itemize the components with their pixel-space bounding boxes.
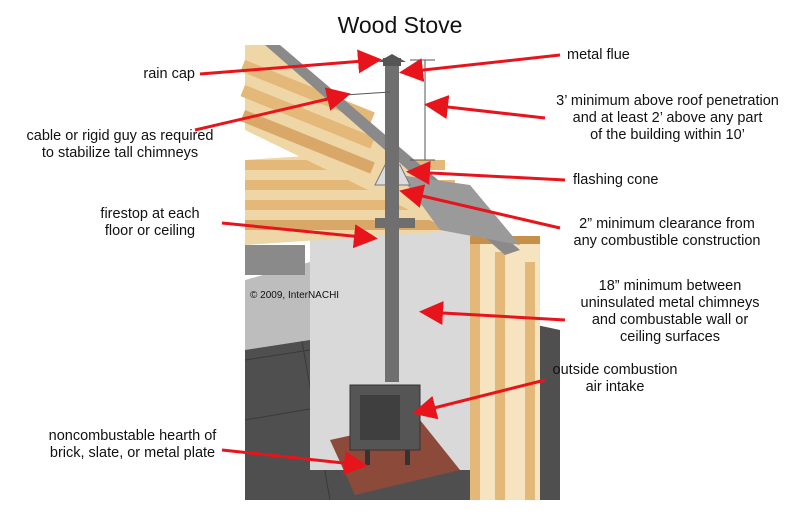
copyright-notice: © 2009, InterNACHI xyxy=(250,290,340,301)
label-firestop: firestop at each floor or ceiling xyxy=(80,206,220,240)
label-hearth-line2: brick, slate, or metal plate xyxy=(49,445,216,461)
label-clearance-line1: 2” minimum clearance from xyxy=(579,216,755,232)
stove xyxy=(349,384,421,465)
label-clearance: 2” minimum clearance from any combustibl… xyxy=(562,216,772,250)
label-height-line2: and at least 2’ above any part xyxy=(572,110,763,126)
arrow-hearth xyxy=(221,448,368,476)
label-wall-line2: uninsulated metal chimneys xyxy=(580,295,760,311)
arrow-flue xyxy=(399,53,561,82)
label-firestop-line2: floor or ceiling xyxy=(104,223,196,239)
label-hearth: noncombustable hearth of brick, slate, o… xyxy=(35,428,230,462)
rain-cap xyxy=(378,54,406,62)
wall-board-side xyxy=(245,262,310,350)
label-air: outside combustion air intake xyxy=(545,362,685,396)
diagram-title: Wood Stove xyxy=(337,12,463,38)
label-guy: cable or rigid guy as required to stabil… xyxy=(5,128,235,162)
label-height: 3’ minimum above roof penetration and at… xyxy=(545,93,790,144)
label-wall-line4: ceiling surfaces xyxy=(620,329,720,345)
label-hearth-line1: noncombustable hearth of xyxy=(48,428,217,444)
label-wall-line3: and combustable wall or xyxy=(591,312,749,328)
arrow-firestop xyxy=(221,221,378,249)
label-firestop-line1: firestop at each xyxy=(100,206,200,222)
arrow-clearance xyxy=(399,184,561,230)
label-clearance-line2: any combustible construction xyxy=(573,233,761,249)
label-rain-cap: rain cap xyxy=(60,66,195,83)
stud-wall xyxy=(470,236,540,500)
chimney-pipe xyxy=(385,62,399,382)
label-wall: 18” minimum between uninsulated metal ch… xyxy=(570,278,770,346)
label-flashing-text: flashing cone xyxy=(573,172,659,188)
label-flue: metal flue xyxy=(567,47,687,64)
label-flue-text: metal flue xyxy=(567,47,630,63)
arrow-air xyxy=(412,378,546,420)
label-guy-line1: cable or rigid guy as required xyxy=(26,128,214,144)
label-flashing: flashing cone xyxy=(573,172,713,189)
label-height-line3: of the building within 10’ xyxy=(590,127,745,143)
arrow-rain-cap xyxy=(199,49,382,76)
label-air-line1: outside combustion xyxy=(552,362,678,378)
label-wall-line1: 18” minimum between xyxy=(598,278,742,294)
guy-wire xyxy=(344,91,391,96)
label-rain-cap-text: rain cap xyxy=(143,66,195,82)
label-guy-line2: to stabilize tall chimneys xyxy=(41,145,199,161)
arrow-guy xyxy=(194,87,351,132)
label-height-line1: 3’ minimum above roof penetration xyxy=(556,93,779,109)
arrow-height xyxy=(424,95,546,120)
arrow-flashing xyxy=(406,160,566,185)
label-air-line2: air intake xyxy=(585,379,645,395)
arrow-wall xyxy=(419,301,566,326)
